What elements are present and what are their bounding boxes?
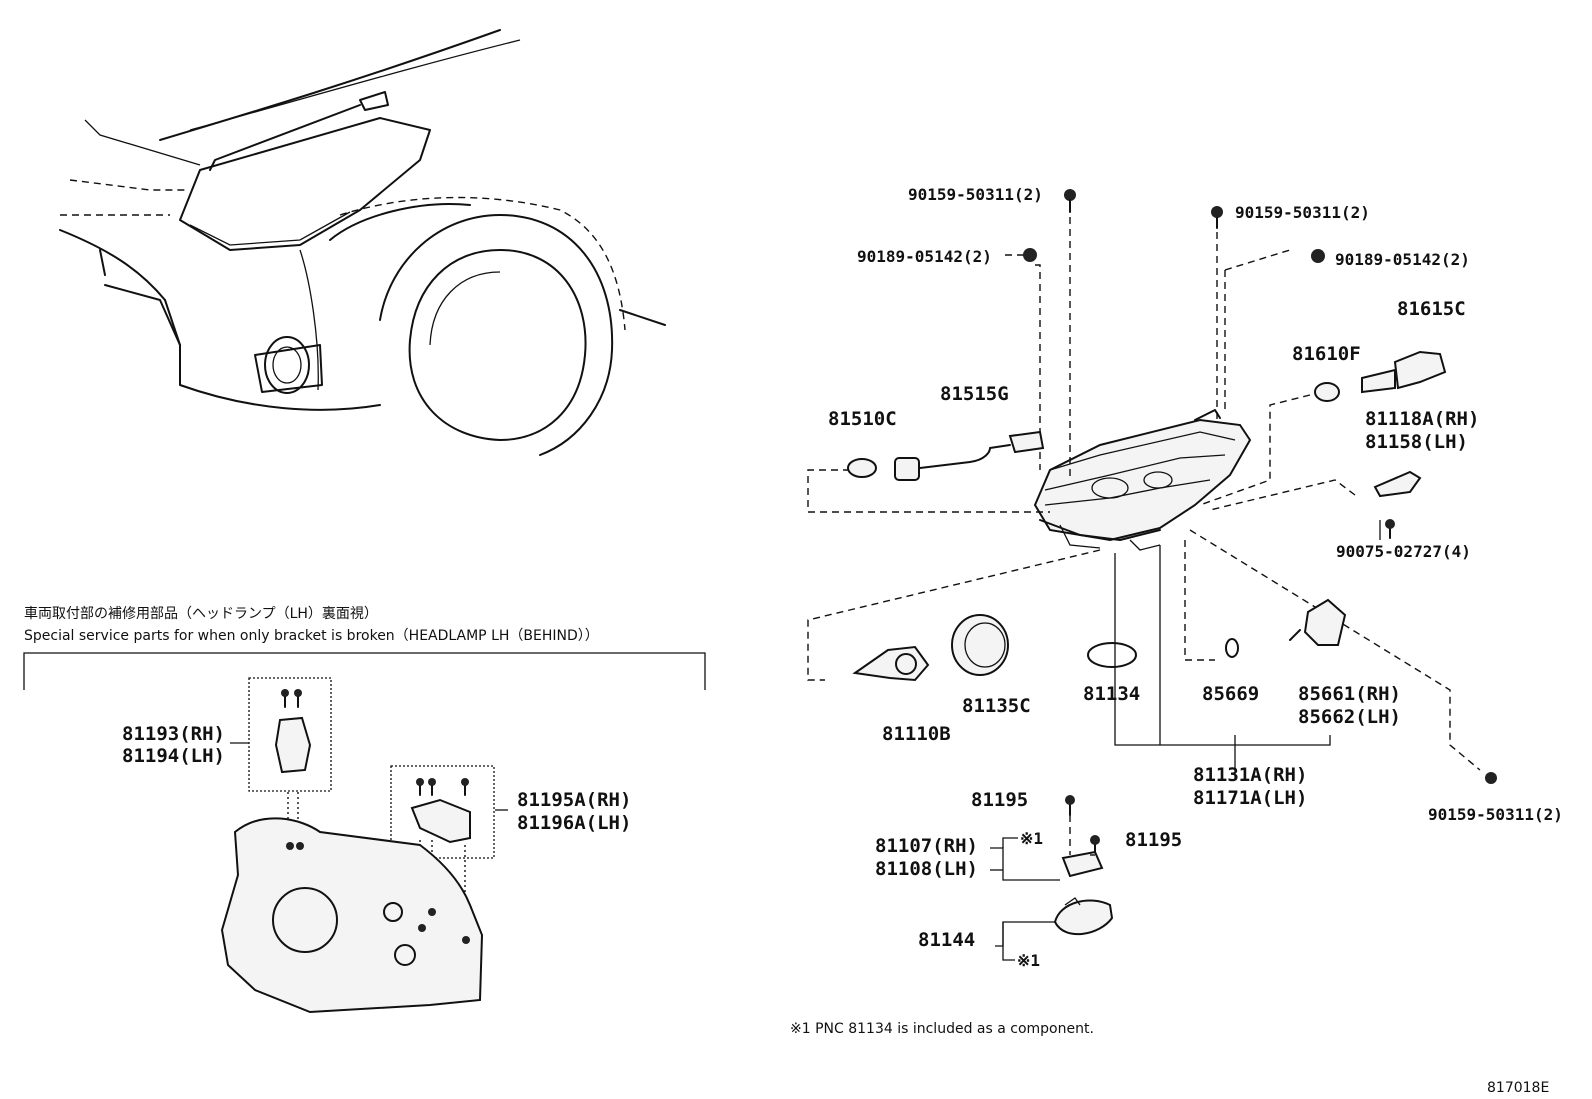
label-81158: 81158(LH) xyxy=(1365,431,1468,453)
label-81144: 81144 xyxy=(918,929,975,951)
label-85661: 85661(RH) xyxy=(1298,683,1401,705)
ref-mark-2: ※1 xyxy=(1017,951,1040,970)
label-81195-b: 81195 xyxy=(1125,829,1182,851)
headlamp-assembly xyxy=(1033,409,1252,551)
label-screw-top-left: 90159-50311(2) xyxy=(908,185,1043,204)
inset-service-parts xyxy=(23,652,706,1014)
label-screw-bottom-right: 90159-50311(2) xyxy=(1428,805,1563,824)
label-81107: 81107(RH) xyxy=(875,835,978,857)
label-81195-a: 81195 xyxy=(971,789,1028,811)
fastener-icons xyxy=(1023,189,1497,856)
label-85669: 85669 xyxy=(1202,683,1259,705)
inset-title-jp: 車両取付部の補修用部品（ヘッドランプ（LH）裏面視） xyxy=(24,605,378,622)
label-81515g: 81515G xyxy=(940,383,1009,405)
inset-title-en: Special service parts for when only brac… xyxy=(24,628,599,644)
diagram-id: 817018E xyxy=(1487,1080,1549,1096)
label-81171a: 81171A(LH) xyxy=(1193,787,1307,809)
label-81510c: 81510C xyxy=(828,408,897,430)
label-81194: 81194(LH) xyxy=(122,745,225,767)
label-81615c: 81615C xyxy=(1397,298,1466,320)
label-81110b: 81110B xyxy=(882,723,951,745)
label-81135c: 81135C xyxy=(962,695,1031,717)
label-81195a: 81195A(RH) xyxy=(517,789,631,811)
label-clip-right: 90189-05142(2) xyxy=(1335,250,1470,269)
label-81118a: 81118A(RH) xyxy=(1365,408,1479,430)
label-screw-top-right: 90159-50311(2) xyxy=(1235,203,1370,222)
vehicle-front-illustration xyxy=(59,29,666,456)
leader-lines xyxy=(807,205,1481,780)
label-81134: 81134 xyxy=(1083,683,1140,705)
label-81196a: 81196A(LH) xyxy=(517,812,631,834)
part-shapes xyxy=(847,350,1447,961)
ref-mark-1: ※1 xyxy=(1020,829,1043,848)
part-labels: 90159-50311(2) 90189-05142(2) 90159-5031… xyxy=(24,185,1563,1096)
label-81193: 81193(RH) xyxy=(122,723,225,745)
label-81610f: 81610F xyxy=(1292,343,1361,365)
label-screw-90075: 90075-02727(4) xyxy=(1336,542,1471,561)
label-81108: 81108(LH) xyxy=(875,858,978,880)
label-81131a: 81131A(RH) xyxy=(1193,764,1307,786)
footnote: ※1 PNC 81134 is included as a component. xyxy=(790,1021,1094,1037)
label-85662: 85662(LH) xyxy=(1298,706,1401,728)
label-clip-left: 90189-05142(2) xyxy=(857,247,992,266)
